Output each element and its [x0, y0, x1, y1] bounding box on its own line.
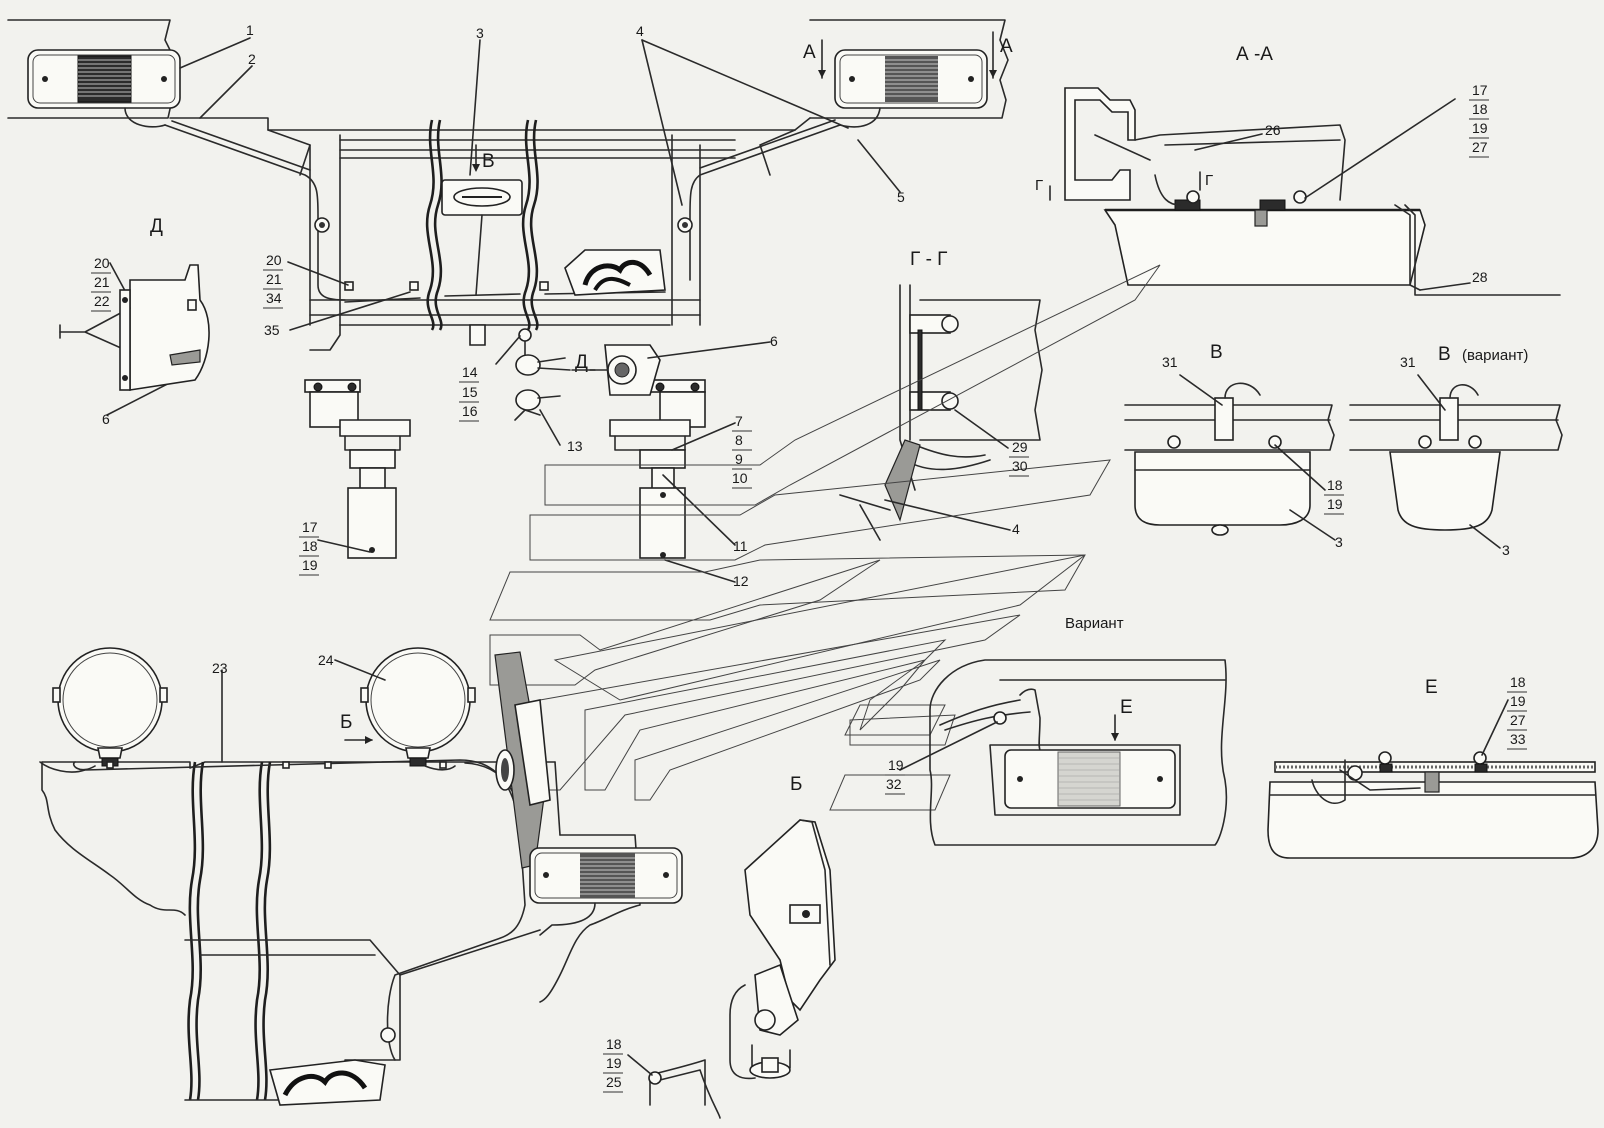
callout-18-v: 18: [1327, 477, 1343, 493]
variant-title: Вариант: [1065, 615, 1124, 632]
section-gg-title: Г - Г: [910, 249, 947, 270]
callout-32-var: 32: [886, 776, 902, 792]
view-v-variant-word: (вариант): [1462, 347, 1528, 364]
callout-29: 29: [1012, 439, 1028, 455]
callout-21: 21: [266, 271, 282, 287]
view-e: [1267, 751, 1599, 859]
callout-23: 23: [212, 660, 228, 676]
callout-15: 15: [462, 384, 478, 400]
callout-10: 10: [732, 470, 748, 486]
callout-12: 12: [733, 573, 749, 589]
callout-17-aa: 17: [1472, 82, 1488, 98]
view-v-variant: [1349, 384, 1563, 531]
view-arrow-a-right: А: [1000, 36, 1013, 57]
callout-14: 14: [462, 364, 478, 380]
rear-lamp-left: [27, 49, 181, 109]
callout-8: 8: [735, 432, 743, 448]
callout-6-d: 6: [102, 411, 110, 427]
callout-4: 4: [636, 23, 644, 39]
callout-19: 19: [302, 557, 318, 573]
callout-27-e: 27: [1510, 712, 1526, 728]
callout-21-d: 21: [94, 274, 110, 290]
chevron-outlines: [489, 264, 1161, 811]
callout-19-var: 19: [888, 757, 904, 773]
socket-6: [589, 344, 661, 396]
callout-34: 34: [266, 290, 282, 306]
callout-11: 11: [733, 538, 748, 554]
callout-31-vv: 31: [1400, 354, 1416, 370]
callout-4-gg: 4: [1012, 521, 1020, 537]
view-v: [1124, 382, 1335, 536]
view-v-variant-letter: В: [1438, 344, 1451, 365]
work-lamp-left: [52, 647, 168, 771]
callout-28: 28: [1472, 269, 1488, 285]
leaders-v: [1179, 374, 1501, 549]
leader-variant: [899, 721, 998, 771]
callout-24: 24: [318, 652, 334, 668]
view-arrow-g-left: Г: [1035, 177, 1043, 194]
callout-18-b: 18: [606, 1036, 622, 1052]
callout-3-v: 3: [1335, 534, 1343, 550]
leader-e: [1481, 699, 1509, 756]
connector-box: [564, 249, 666, 296]
view-arrow-a-left: А: [803, 42, 816, 63]
callout-18-aa: 18: [1472, 101, 1488, 117]
license-plate-lamp: [441, 179, 523, 296]
callout-22-d: 22: [94, 293, 110, 309]
view-arrow-g-right: Г: [1205, 172, 1213, 189]
callout-18-e: 18: [1510, 674, 1526, 690]
leader-b: [627, 1054, 653, 1076]
callout-17: 17: [302, 519, 318, 535]
bottom-assembly: [39, 647, 683, 1106]
callout-35: 35: [264, 322, 280, 338]
callout-1: 1: [246, 22, 254, 38]
callout-2: 2: [248, 51, 256, 67]
callout-6: 6: [770, 333, 778, 349]
callout-9: 9: [735, 451, 743, 467]
callout-31-v: 31: [1162, 354, 1178, 370]
callout-30: 30: [1012, 458, 1028, 474]
rear-lamp-right: [834, 49, 988, 109]
callout-19-b: 19: [606, 1055, 622, 1071]
leaders-bottom: [221, 659, 386, 763]
leaders-gg: [884, 409, 1011, 531]
callout-16: 16: [462, 403, 478, 419]
callout-33-e: 33: [1510, 731, 1526, 747]
view-b: [648, 819, 836, 1119]
view-b-title: Б: [790, 774, 802, 795]
callout-7: 7: [735, 413, 743, 429]
section-gg: [839, 284, 1043, 541]
callout-19-aa: 19: [1472, 120, 1488, 136]
callout-27-aa: 27: [1472, 139, 1488, 155]
view-d-socket: [59, 264, 210, 391]
variant-lamp: [929, 659, 1228, 846]
callout-3: 3: [476, 25, 484, 41]
callout-18: 18: [302, 538, 318, 554]
callout-20: 20: [266, 252, 282, 268]
callout-25-b: 25: [606, 1074, 622, 1090]
callout-5: 5: [897, 189, 905, 205]
callout-26: 26: [1265, 122, 1281, 138]
view-arrow-e: Е: [1120, 697, 1133, 718]
view-arrow-v: В: [482, 151, 495, 172]
callout-boxes: [91, 99, 1527, 1093]
view-arrow-d: Д: [575, 352, 588, 373]
section-aa: [1064, 87, 1561, 296]
callout-13: 13: [567, 438, 583, 454]
top-assembly: Д В А А: [7, 19, 1013, 559]
view-arrow-b: Б: [340, 712, 352, 733]
callout-20-d: 20: [94, 255, 110, 271]
view-d-title: Д: [150, 216, 163, 237]
view-v-title: В: [1210, 342, 1223, 363]
callout-19-e: 19: [1510, 693, 1526, 709]
callout-19-v: 19: [1327, 496, 1343, 512]
section-aa-title: А -А: [1236, 44, 1273, 65]
callout-3-vv: 3: [1502, 542, 1510, 558]
leaders-aa: [1194, 98, 1471, 291]
view-e-title: Е: [1425, 677, 1438, 698]
work-lamp-right: [360, 647, 476, 771]
